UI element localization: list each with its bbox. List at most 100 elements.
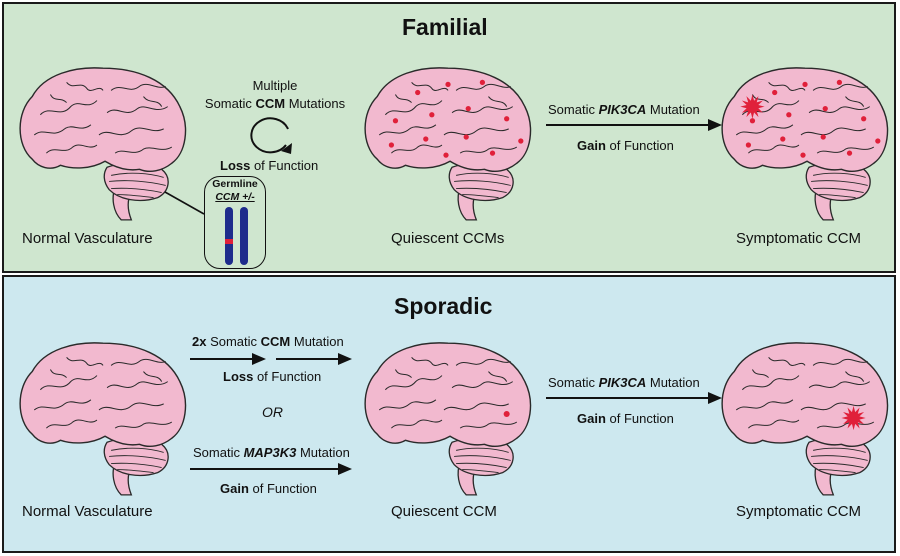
brain-fold [751, 94, 769, 103]
brain-fold [49, 94, 67, 103]
brain-label-normal-familial: Normal Vasculature [22, 230, 153, 247]
arrows-2x-ccm [190, 353, 352, 365]
lesion-dot [786, 112, 792, 118]
brain-fold [33, 399, 92, 411]
pik3ca-text-sporadic: Somatic PIK3CA Mutation [548, 375, 700, 390]
brain-fold [378, 399, 437, 411]
lesion-dot [415, 89, 421, 96]
brain-fold [46, 144, 98, 154]
lesion-dot [749, 118, 756, 124]
lesion-dot [836, 79, 843, 85]
brain-fold [459, 421, 518, 429]
brain-fold [106, 381, 169, 389]
brain-fold [98, 127, 164, 136]
multiple-somatic-mutations-text: Multiple Somatic CCM Mutations [200, 77, 350, 112]
cerebrum [19, 342, 187, 448]
lesion-dot [822, 106, 828, 112]
brain-fold [33, 124, 92, 136]
brain-label-symptomatic-sporadic: Symptomatic CCM [736, 503, 862, 520]
brain-label-quiescent-sporadic: Quiescent CCM [391, 503, 497, 520]
brain-fold [391, 144, 443, 154]
loss-of-function-familial: Loss of Function [220, 158, 319, 173]
brain-fold [488, 371, 508, 382]
lesion-dot [443, 152, 449, 158]
gain-of-function-familial: Gain of Function [577, 138, 674, 153]
brain-fold [812, 358, 868, 366]
cerebellum-fold [462, 194, 499, 199]
cerebellum-fold [813, 187, 864, 194]
lesion-dot [518, 138, 524, 144]
or-text: OR [262, 404, 283, 420]
germline-callout [204, 176, 266, 269]
lesion-dot [745, 142, 752, 148]
brain-fold [735, 124, 794, 136]
brain-fold [394, 94, 412, 103]
lesion-dot [846, 150, 853, 156]
cerebellum-fold [109, 180, 166, 186]
brain-fold [46, 419, 98, 429]
brain-fold [106, 106, 169, 114]
brain-fold [143, 96, 163, 107]
cerebellum-fold [811, 180, 868, 186]
cerebrum [721, 67, 889, 173]
brain-fold [384, 375, 443, 391]
lesion-dot [780, 136, 786, 142]
arrow-map3k3 [190, 463, 352, 475]
lesion-dot [489, 150, 496, 156]
brain-fold [98, 402, 164, 411]
cerebellum-fold [456, 172, 509, 178]
cerebellum-fold [454, 180, 511, 186]
cerebellum-fold [111, 462, 162, 469]
brain-fold [816, 146, 875, 154]
brain-fold [451, 106, 514, 114]
symptomatic-lesion [740, 94, 765, 119]
cycle-arrow-icon [250, 117, 292, 154]
cerebellum-fold [111, 447, 164, 453]
brain-label-quiescent-familial: Quiescent CCMs [391, 230, 505, 247]
cycle-line1: Multiple [252, 78, 298, 93]
brain-fold [751, 369, 769, 378]
brain-fold [411, 357, 449, 366]
brain-fold [39, 100, 98, 116]
cerebellum-fold [117, 469, 154, 474]
brain-fold [845, 96, 865, 107]
cerebellum-fold [462, 469, 499, 474]
cerebrum [721, 342, 889, 448]
lesion-dot [479, 79, 486, 85]
lesion-dot [388, 142, 395, 148]
lesion-dot [429, 112, 435, 118]
lesion-dot [463, 134, 469, 140]
brain-fold [378, 124, 437, 136]
brain-fold [812, 83, 868, 91]
lesion-dot [772, 89, 778, 96]
brain-symptomatic-sporadic [721, 342, 889, 496]
brain-fold [451, 381, 514, 389]
brain-fold [114, 146, 173, 154]
symptomatic-lesion [841, 405, 866, 431]
brain-fold [443, 402, 509, 411]
brain-fold [411, 82, 449, 91]
loss-of-function-sporadic: Loss of Function [223, 369, 322, 384]
brain-fold [735, 399, 794, 411]
brain-fold [39, 375, 98, 391]
cerebellum-fold [819, 194, 856, 199]
brain-fold [768, 82, 806, 91]
cerebellum-fold [117, 194, 154, 199]
brain-fold [66, 357, 104, 366]
cerebellum-fold [456, 447, 509, 453]
cerebellum-fold [456, 187, 507, 194]
cerebellum-fold [109, 455, 166, 461]
lesion-dot [875, 138, 881, 144]
brain-fold [748, 419, 800, 429]
germline-text: Germline CCM +/- [212, 178, 258, 204]
lesion-dot [392, 118, 399, 124]
sporadic-title: Sporadic [394, 293, 493, 319]
brain-fold [845, 371, 865, 382]
lesion-dot [465, 106, 471, 112]
brain-fold [800, 127, 866, 136]
pik3ca-text-familial: Somatic PIK3CA Mutation [548, 102, 700, 117]
brain-fold [768, 357, 806, 366]
lesion-dot [423, 136, 429, 142]
brain-quiescent-sporadic [364, 342, 532, 496]
